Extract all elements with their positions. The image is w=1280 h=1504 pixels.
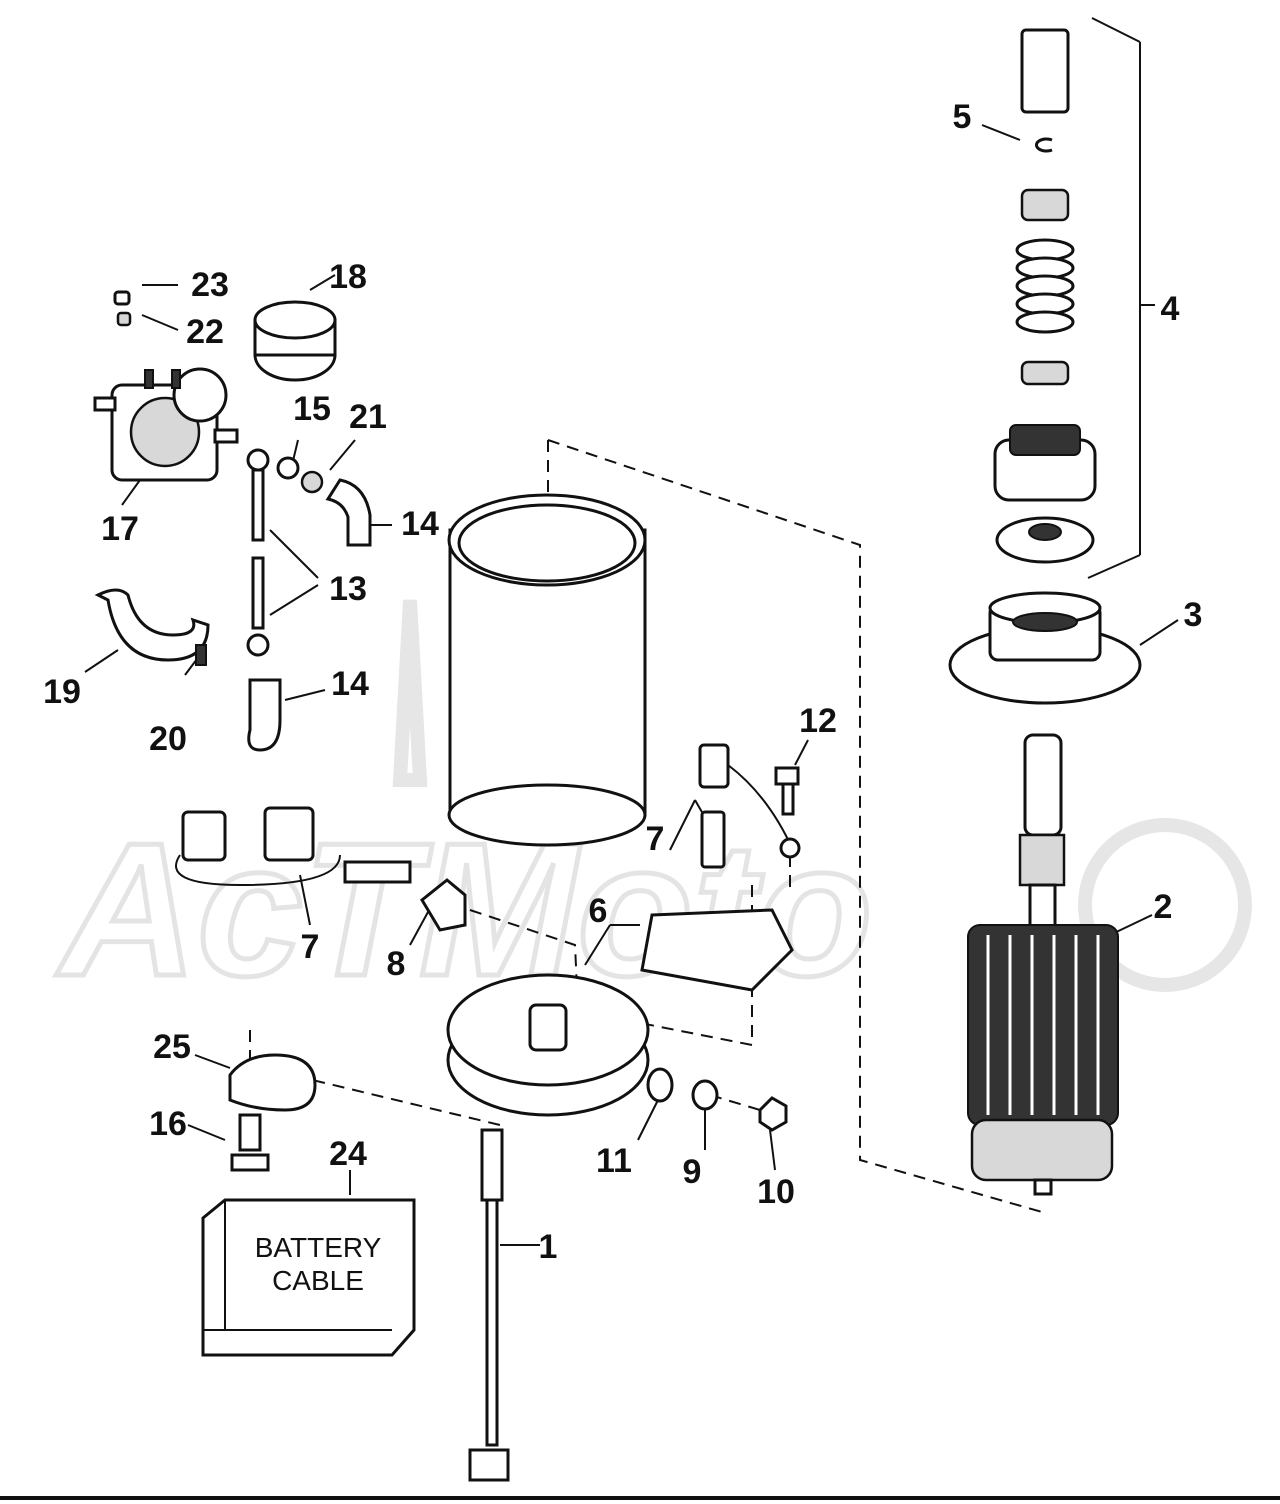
- brush-spring-part-7: [698, 743, 794, 869]
- callout-c24: 24: [329, 1135, 367, 1173]
- brush-set-part-7: [175, 806, 412, 887]
- screw-part-16: [230, 1113, 270, 1172]
- nut-part-23: [113, 290, 131, 306]
- bracket-part-19: [94, 588, 210, 662]
- watermark-spire: [392, 599, 428, 787]
- washer-part-9: [691, 1079, 719, 1111]
- drive-spring: [1015, 238, 1075, 334]
- callout-c14a: 14: [401, 505, 439, 543]
- snap-ring-part-5: [1035, 137, 1053, 153]
- box-label-line1: BATTERY: [255, 1232, 382, 1263]
- callout-c1: 1: [539, 1228, 558, 1266]
- nut-part-10: [758, 1096, 788, 1132]
- callout-c10: 10: [757, 1173, 795, 1211]
- boot-part-18: [253, 300, 337, 382]
- callout-c12: 12: [799, 702, 837, 740]
- callout-c25: 25: [153, 1028, 191, 1066]
- callout-c17: 17: [101, 510, 139, 548]
- drive-collar: [1020, 360, 1070, 386]
- callout-c2: 2: [1154, 888, 1173, 926]
- callout-c20: 20: [149, 720, 187, 758]
- callout-c16: 16: [149, 1105, 187, 1143]
- brush-holder-part-6: [640, 908, 794, 992]
- clamp-part-25: [228, 1053, 317, 1112]
- cable-part-13: [246, 448, 270, 657]
- callout-c9: 9: [683, 1153, 702, 1191]
- callout-c7a: 7: [646, 820, 665, 858]
- callout-c4: 4: [1161, 290, 1180, 328]
- callout-c23: 23: [191, 266, 229, 304]
- callout-c21: 21: [349, 398, 387, 436]
- callout-c11: 11: [596, 1142, 632, 1180]
- callout-c13: 13: [329, 570, 367, 608]
- washer-part-22: [116, 311, 132, 327]
- boot-part-14-lower: [247, 678, 282, 752]
- battery-cable-box-part-24: BATTERY CABLE: [201, 1198, 416, 1357]
- leader-lines: [84, 17, 1179, 1246]
- callout-c22: 22: [186, 313, 224, 351]
- drive-bushing: [1020, 188, 1070, 222]
- commutator-end-cap: [446, 973, 650, 1117]
- callout-c5: 5: [953, 98, 972, 136]
- drive-end-cap-part-3: [948, 591, 1142, 705]
- callout-c6: 6: [589, 892, 608, 930]
- box-label-line2: CABLE: [272, 1265, 364, 1296]
- solenoid-part-17: [93, 367, 239, 482]
- lockwasher-part-15: [276, 456, 300, 480]
- callout-c15: 15: [293, 390, 331, 428]
- callout-c19: 19: [43, 673, 81, 711]
- boot-part-14-upper: [325, 478, 372, 547]
- screw-part-20: [195, 644, 207, 666]
- callout-c18: 18: [329, 258, 367, 296]
- drive-assembly: [993, 28, 1097, 564]
- screw-part-12: [774, 766, 801, 859]
- callout-c3: 3: [1184, 596, 1203, 634]
- nut-part-21: [300, 470, 324, 494]
- drive-cap: [1020, 28, 1070, 114]
- callout-c7b: 7: [301, 928, 320, 966]
- pinion-teeth: [1009, 424, 1081, 456]
- motor-frame-housing: [447, 493, 647, 847]
- callout-c8: 8: [387, 945, 406, 983]
- watermark-wheel: [1078, 818, 1252, 992]
- callout-c14b: 14: [331, 665, 369, 703]
- terminal-part-8: [420, 878, 467, 932]
- washer-part-11: [646, 1067, 674, 1103]
- armature-part-2: [967, 733, 1119, 1196]
- through-bolt-part-1: [468, 1128, 510, 1482]
